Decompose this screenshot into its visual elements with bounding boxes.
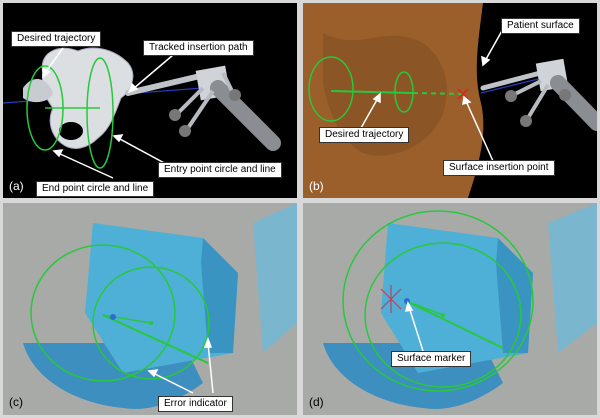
arrow-surface-insertion-point: [465, 100, 494, 162]
arrowhead-end-point: [52, 149, 64, 158]
label-error-indicator: Error indicator: [158, 396, 233, 412]
arrowhead-desired-trajectory-b: [372, 92, 381, 104]
label-desired-trajectory-a: Desired trajectory: [11, 31, 102, 47]
arrowhead-surface-marker: [404, 301, 414, 312]
arrowhead-error-indicator-1: [147, 369, 159, 378]
tracker-arm-2: [186, 89, 215, 130]
entry-circle-c: [30, 244, 176, 382]
entry-circle-d: [342, 210, 534, 392]
arrow-tracked-path: [132, 54, 174, 90]
tracker-arm-b2: [526, 83, 550, 120]
end-point-dot-c: [149, 321, 153, 325]
surface-marker-dot-d: [404, 298, 410, 304]
panel-c: Error indicator (c): [3, 203, 297, 415]
tissue-shading: [323, 33, 447, 156]
instrument-shaft-b: [480, 68, 551, 91]
panel-tag-c: (c): [9, 395, 23, 409]
arrow-patient-surface: [484, 28, 504, 62]
tracker-sphere-b1: [505, 90, 517, 102]
panel-tag-a: (a): [9, 179, 24, 193]
end-circle-c: [92, 266, 210, 380]
end-circle-d: [364, 242, 522, 388]
panel-d-scene: [303, 203, 597, 415]
tracker-arm-b1: [512, 79, 542, 97]
arrow-end-point: [57, 152, 114, 179]
surface-marker-dot-c: [110, 314, 116, 320]
panel-d: Surface marker (d): [303, 203, 597, 415]
error-indicator-line-d: [405, 300, 504, 349]
arrowhead-tracked-path: [127, 82, 139, 94]
tracker-sphere-b2: [520, 115, 532, 127]
label-patient-surface: Patient surface: [501, 18, 580, 34]
arrow-error-indicator-2: [207, 342, 214, 394]
entry-point-circle: [86, 57, 114, 169]
label-end-point: End point circle and line: [36, 181, 155, 197]
panel-a-scene: [3, 47, 281, 179]
panel-b: Patient surface Desired trajectory Surfa…: [303, 3, 597, 198]
arrow-surface-marker: [408, 306, 424, 352]
trajectory-line-d: [405, 300, 444, 316]
tracker-sphere-b3: [559, 89, 571, 101]
end-point-circle-b: [308, 56, 354, 122]
surface-insertion-point-marker-d: [380, 285, 402, 313]
instrument-handle-b: [550, 75, 597, 131]
arrow-desired-trajectory-b: [360, 97, 379, 129]
arrow-error-indicator-1: [152, 372, 194, 394]
tracker-arm-1: [176, 86, 205, 115]
arrowhead-surface-insertion-point: [462, 95, 472, 106]
label-tracked-insertion-path: Tracked insertion path: [143, 40, 254, 56]
panel-tag-d: (d): [309, 395, 324, 409]
end-point-dot-d: [441, 313, 445, 317]
label-entry-point: Entry point circle and line: [158, 162, 282, 178]
panel-a: Desired trajectory Tracked insertion pat…: [3, 3, 297, 198]
tracker-sphere-2: [179, 125, 191, 137]
tracker-sphere-1: [169, 109, 181, 121]
desired-trajectory-line-b: [330, 90, 414, 94]
pelvis-foramen: [59, 122, 83, 140]
drape-right-c: [253, 203, 297, 353]
error-indicator-line: [102, 314, 209, 364]
arrowhead-patient-surface: [481, 55, 491, 67]
box-side-c: [201, 238, 238, 353]
box-side-d: [496, 238, 533, 353]
label-desired-trajectory-b: Desired trajectory: [319, 127, 410, 143]
arrow-entry-point: [117, 137, 169, 166]
arrow-desired-trajectory: [44, 47, 64, 74]
label-surface-insertion-point: Surface insertion point: [443, 160, 555, 176]
drape-right-d: [548, 203, 597, 353]
tracker-sphere-3: [229, 89, 241, 101]
arrowhead-desired-trajectory: [42, 67, 51, 79]
tracker-arm-3: [221, 72, 235, 94]
box-phantom-c: [85, 223, 238, 373]
panel-b-scene: [303, 3, 597, 198]
panel-tag-b: (b): [309, 179, 324, 193]
surface-insertion-point-marker: [457, 88, 469, 100]
instrument-handle: [210, 80, 281, 151]
label-surface-marker: Surface marker: [391, 351, 472, 367]
arrowhead-error-indicator-2: [203, 336, 213, 348]
panel-c-scene: [3, 203, 297, 415]
arrowhead-entry-point: [112, 134, 124, 143]
